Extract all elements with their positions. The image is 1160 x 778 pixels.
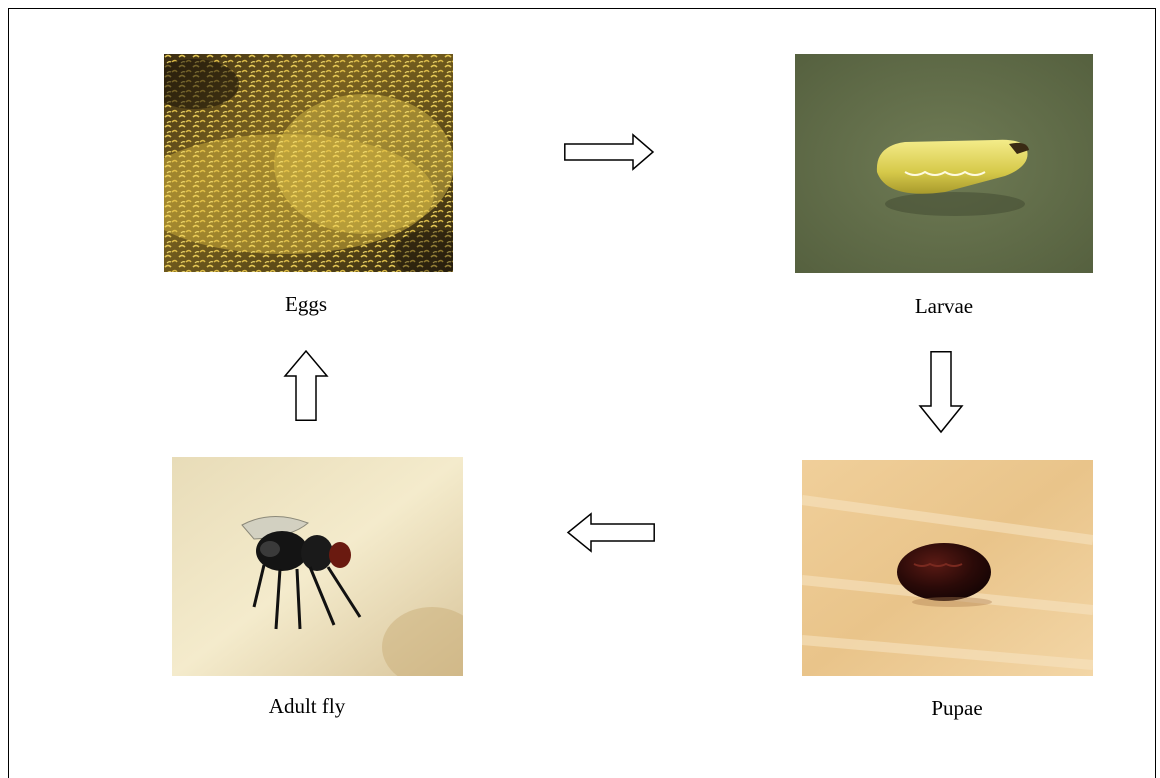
pupae-photo — [802, 460, 1093, 676]
eggs-label: Eggs — [256, 292, 356, 317]
arrow-left-icon — [567, 513, 655, 552]
arrow-down-icon — [919, 351, 963, 433]
larvae-photo — [795, 54, 1093, 273]
adult-fly-photo — [172, 457, 463, 676]
arrow-right-icon — [564, 134, 654, 170]
eggs-photo — [164, 54, 453, 272]
arrow-up-icon — [284, 350, 328, 421]
adult-fly-label: Adult fly — [244, 694, 370, 719]
pupae-label: Pupae — [905, 696, 1009, 721]
larvae-label: Larvae — [892, 294, 996, 319]
